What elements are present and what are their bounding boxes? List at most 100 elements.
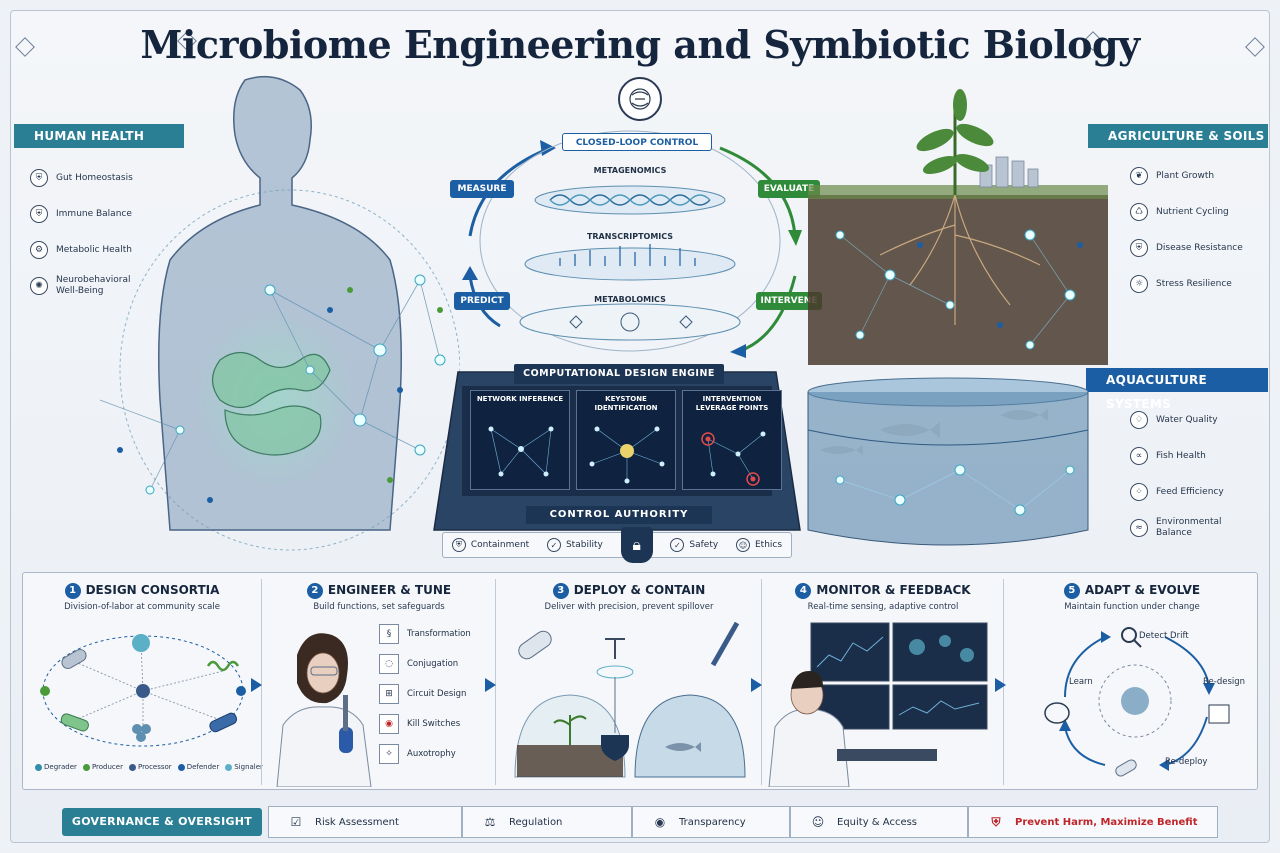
step-subtitle: Deliver with precision, prevent spillove… bbox=[544, 602, 714, 612]
gear-icon: ⚙ bbox=[30, 241, 48, 259]
learn-label: Learn bbox=[1069, 677, 1093, 687]
shield-icon: ⛨ bbox=[1130, 239, 1148, 257]
list-item: ⛨Disease Resistance bbox=[1130, 230, 1243, 266]
shield-icon: ⛨ bbox=[30, 169, 48, 187]
checklist-icon: ☑ bbox=[290, 815, 302, 829]
closed-loop-diagram bbox=[462, 130, 802, 358]
shield-icon: ⛨ bbox=[991, 814, 1001, 829]
measure-label: MEASURE bbox=[450, 180, 514, 198]
people-icon: ☺ bbox=[811, 815, 825, 829]
role-legend: Degrader Producer Processor Defender Sig… bbox=[35, 763, 263, 771]
closed-loop-title: CLOSED-LOOP CONTROL bbox=[562, 133, 712, 151]
agriculture-header: AGRICULTURE & SOILS bbox=[1088, 124, 1268, 148]
flow-arrow-icon bbox=[485, 678, 496, 692]
consortia-diagram bbox=[40, 634, 246, 747]
human-figure-illustration bbox=[99, 75, 460, 551]
list-item: ♢Water Quality bbox=[1130, 402, 1230, 438]
governance-bar: GOVERNANCE & OVERSIGHT ☑Risk Assessment … bbox=[22, 804, 1258, 840]
list-item: ☼Stress Resilience bbox=[1130, 266, 1243, 302]
human-health-list: ⛨Gut Homeostasis ⛨Immune Balance ⚙Metabo… bbox=[30, 160, 133, 304]
deploy-illustration bbox=[514, 621, 746, 778]
network-inference-panel: NETWORK INFERENCE bbox=[470, 390, 570, 490]
flow-arrow-icon bbox=[995, 678, 1006, 692]
auxotrophy-icon: ✧ bbox=[379, 744, 399, 764]
step-subtitle: Build functions, set safeguards bbox=[313, 602, 445, 612]
leaf-icon: ❦ bbox=[1130, 167, 1148, 185]
brain-icon: ✺ bbox=[30, 277, 48, 295]
keystone-graph bbox=[589, 426, 665, 484]
list-item: ⛨Immune Balance bbox=[30, 196, 133, 232]
engine-title: COMPUTATIONAL DESIGN ENGINE bbox=[514, 364, 724, 384]
redeploy-label: Re-deploy bbox=[1165, 757, 1208, 767]
scales-icon: ⚖ bbox=[484, 815, 496, 829]
fish-icon: ∝ bbox=[1130, 447, 1148, 465]
ethics-item: ☺Ethics bbox=[735, 538, 782, 552]
leverage-graph bbox=[701, 431, 766, 486]
human-health-header: HUMAN HEALTH bbox=[14, 124, 184, 148]
stability-item: ✓Stability bbox=[546, 538, 603, 552]
safety-item: ✓Safety bbox=[670, 538, 718, 552]
flow-arrow-icon bbox=[751, 678, 762, 692]
agriculture-list: ❦Plant Growth ♺Nutrient Cycling ⛨Disease… bbox=[1130, 158, 1243, 302]
page-title: Microbiome Engineering and Symbiotic Bio… bbox=[140, 22, 1140, 67]
list-item: ⊞Circuit Design bbox=[379, 679, 471, 709]
design-engine: COMPUTATIONAL DESIGN ENGINE NETWORK INFE… bbox=[428, 360, 806, 563]
omics-label: METABOLOMICS bbox=[594, 295, 666, 304]
people-icon: ☺ bbox=[735, 538, 750, 552]
wave-icon: ≈ bbox=[1130, 519, 1148, 537]
shield-icon: ⛨ bbox=[451, 538, 466, 552]
keystone-panel: KEYSTONE IDENTIFICATION bbox=[576, 390, 676, 490]
aquaculture-header: AQUACULTURE SYSTEMS bbox=[1086, 368, 1268, 411]
governance-item: ◉Transparency bbox=[632, 806, 790, 838]
predict-label: PREDICT bbox=[454, 292, 510, 310]
list-item: §Transformation bbox=[379, 619, 471, 649]
list-item: ⚙Metabolic Health bbox=[30, 232, 133, 268]
list-item: ✺Neurobehavioral Well-Being bbox=[30, 268, 131, 304]
governance-item: ☺Equity & Access bbox=[790, 806, 968, 838]
network-graph bbox=[488, 426, 554, 477]
kill-switch-icon: ◉ bbox=[379, 714, 399, 734]
legend-item: Processor bbox=[128, 763, 172, 771]
aquaculture-list: ♢Water Quality ∝Fish Health ⁘Feed Effici… bbox=[1130, 402, 1230, 546]
monitoring-illustration bbox=[768, 622, 988, 787]
legend-item: Degrader bbox=[35, 763, 77, 771]
list-item: ❦Plant Growth bbox=[1130, 158, 1243, 194]
conjugation-icon: ◌ bbox=[379, 654, 399, 674]
aquaculture-tank-illustration bbox=[807, 377, 1089, 546]
step-subtitle: Division-of-labor at community scale bbox=[64, 602, 220, 612]
control-authority-row: ⛨Containment ✓Stability 🔒︎ ✓Safety ☺Ethi… bbox=[442, 527, 792, 563]
check-icon: ✓ bbox=[546, 538, 561, 552]
lock-icon: 🔒︎ bbox=[620, 527, 653, 563]
dna-icon: § bbox=[379, 624, 399, 644]
control-authority-label: CONTROL AUTHORITY bbox=[526, 506, 712, 524]
governance-header: GOVERNANCE & OVERSIGHT bbox=[62, 808, 262, 836]
recycle-icon: ♺ bbox=[1130, 203, 1148, 221]
legend-item: Defender bbox=[177, 763, 219, 771]
omics-label: METAGENOMICS bbox=[593, 166, 667, 175]
governance-item: ☑Risk Assessment bbox=[268, 806, 462, 838]
omics-label: TRANSCRIPTOMICS bbox=[586, 232, 674, 241]
legend-item: Signaler bbox=[225, 763, 263, 771]
redesign-label: Re-design bbox=[1203, 677, 1246, 687]
legend-item: Producer bbox=[82, 763, 123, 771]
governance-motto: ⛨Prevent Harm, Maximize Benefit bbox=[968, 806, 1218, 838]
feed-icon: ⁘ bbox=[1130, 483, 1148, 501]
evaluate-label: EVALUATE bbox=[758, 180, 820, 198]
list-item: ◌Conjugation bbox=[379, 649, 471, 679]
scientist-illustration bbox=[276, 633, 372, 787]
list-item: ≈Environmental Balance bbox=[1130, 510, 1230, 546]
list-item: ✧Auxotrophy bbox=[379, 739, 471, 769]
step-subtitle: Real-time sensing, adaptive control bbox=[807, 602, 959, 612]
check-icon: ✓ bbox=[670, 538, 685, 552]
containment-item: ⛨Containment bbox=[451, 538, 529, 552]
list-item: ∝Fish Health bbox=[1130, 438, 1230, 474]
